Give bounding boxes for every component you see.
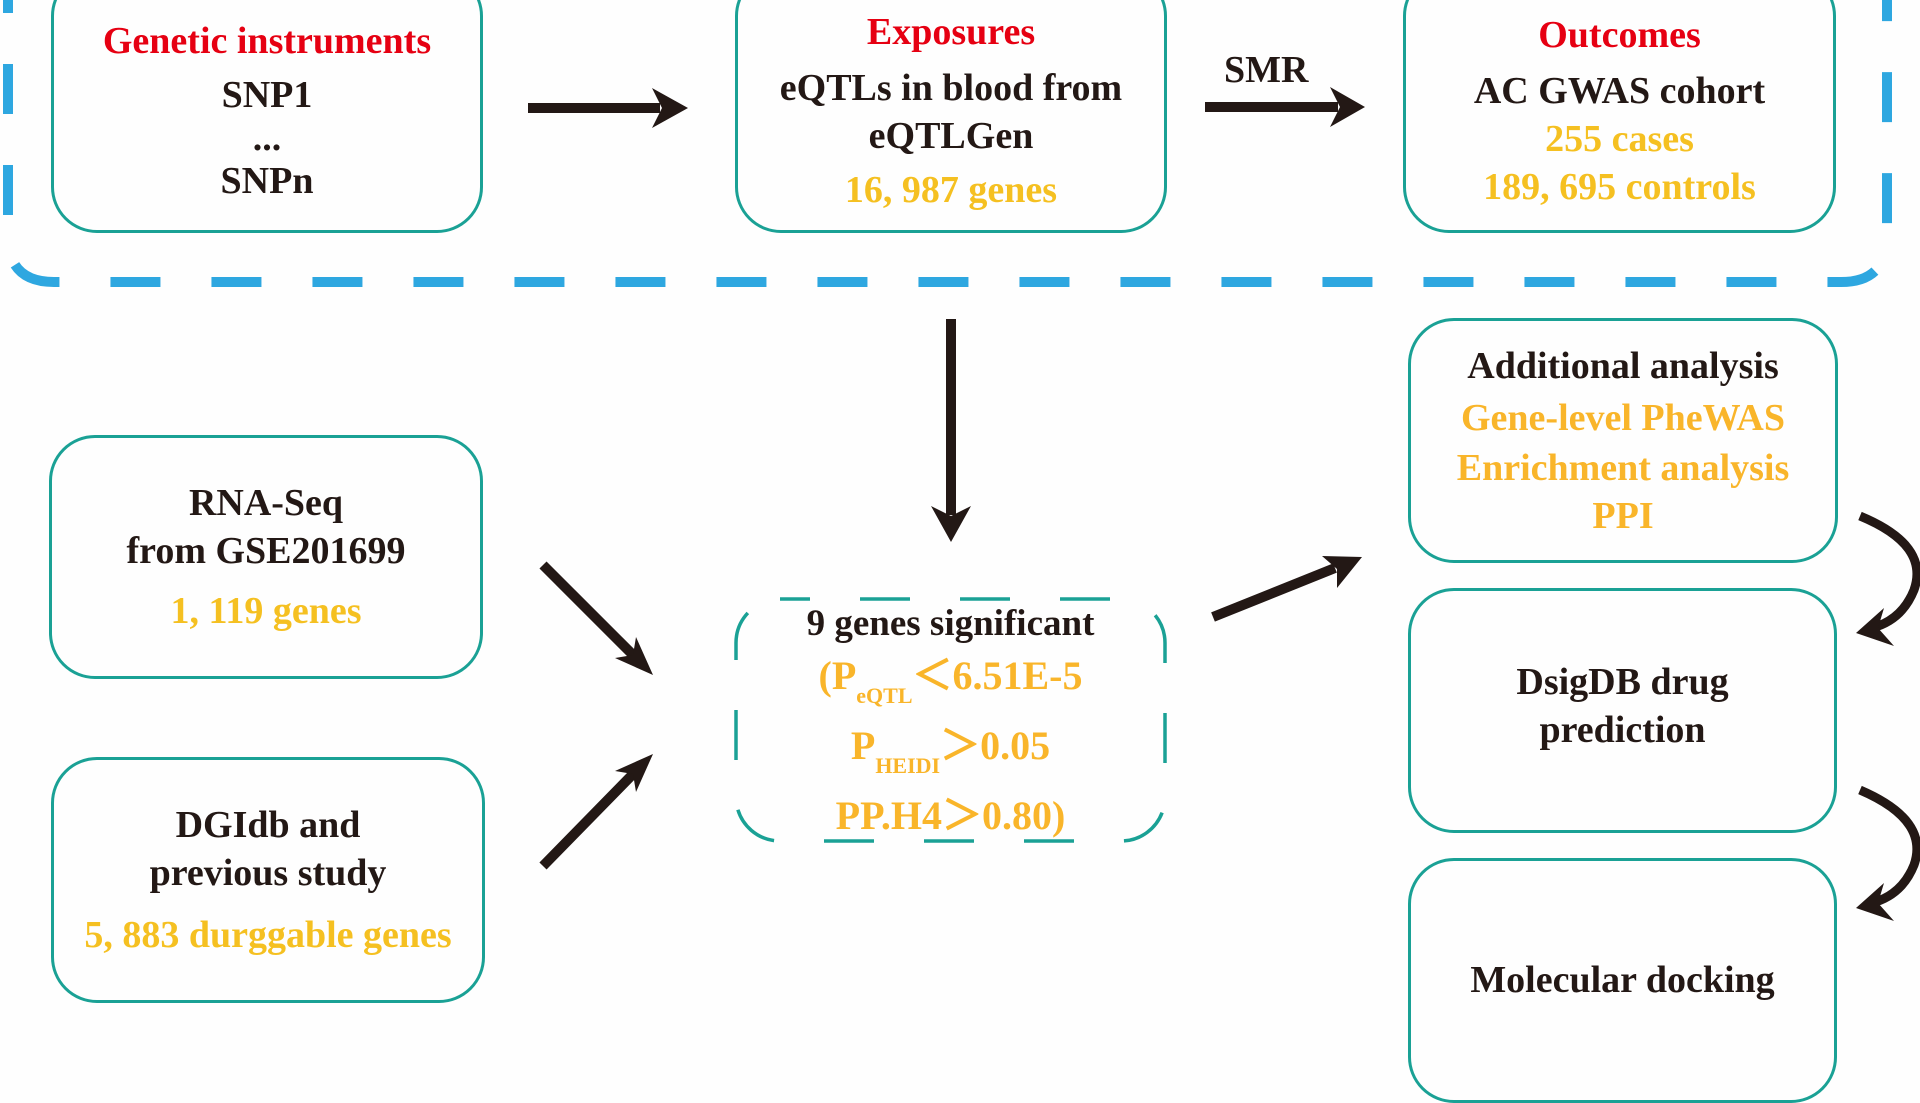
- additional-analysis-title: Additional analysis: [1467, 344, 1779, 387]
- criterion-pph4-threshold: ＞0.80): [941, 792, 1066, 838]
- exposures-gene-count: 16, 987 genes: [844, 168, 1058, 211]
- criterion-pheidi: PHEIDI＞0.05: [851, 721, 1050, 791]
- criterion-peqtl-subscript: eQTL: [856, 682, 913, 708]
- molecular-docking-box: Molecular docking: [1408, 858, 1837, 1103]
- significant-genes-title: 9 genes significant: [806, 602, 1095, 644]
- arrow-rnaseq-to-significant: [539, 561, 653, 675]
- significant-genes-dashed-border: [734, 597, 1167, 843]
- molecular-docking-label: Molecular docking: [1470, 959, 1775, 1001]
- snp-first: SNP1: [221, 73, 313, 116]
- dsigdb-line-1: DsigDB drug: [1516, 660, 1729, 703]
- criterion-peqtl: (PeQTL＜6.51E-5: [819, 651, 1083, 721]
- outcomes-controls: 189, 695 controls: [1483, 165, 1756, 208]
- genetic-instruments-title: Genetic instruments: [102, 19, 432, 62]
- outcomes-cohort: AC GWAS cohort: [1473, 69, 1766, 112]
- criterion-peqtl-symbol: (P: [818, 652, 857, 698]
- criterion-pheidi-subscript: HEIDI: [875, 752, 941, 778]
- outcomes-cases: 255 cases: [1545, 117, 1694, 160]
- dgidb-line-2: previous study: [149, 852, 387, 894]
- snp-last: SNPn: [220, 159, 314, 202]
- exposures-box: Exposures eQTLs in blood from eQTLGen 16…: [735, 0, 1167, 233]
- smr-label: SMR: [1224, 49, 1309, 91]
- dsigdb-box: DsigDB drug prediction: [1408, 588, 1837, 833]
- diagram-connectors: [3, 0, 1920, 921]
- genetic-instruments-box: Genetic instruments SNP1 ... SNPn: [51, 0, 483, 233]
- arrow-smr: [1205, 87, 1365, 127]
- additional-item-ppi: PPI: [1592, 494, 1654, 537]
- criterion-pph4-symbol: PP.H4: [835, 792, 942, 838]
- exposures-line-1: eQTLs in blood from: [779, 66, 1123, 109]
- arrow-additional-to-dsigdb: [1856, 511, 1920, 646]
- arrow-significant-to-additional: [1211, 556, 1362, 622]
- arrow-instruments-to-exposures: [528, 88, 688, 128]
- rnaseq-gene-count: 1, 119 genes: [170, 590, 362, 632]
- additional-item-phewas: Gene-level PheWAS: [1460, 396, 1785, 439]
- arrow-dsigdb-to-docking: [1856, 785, 1920, 921]
- dgidb-box: DGIdb and previous study 5, 883 durggabl…: [51, 757, 485, 1003]
- criterion-peqtl-threshold: ＜6.51E-5: [912, 652, 1083, 698]
- significant-genes-box: 9 genes significant (PeQTL＜6.51E-5 PHEID…: [736, 599, 1165, 841]
- dgidb-line-1: DGIdb and: [175, 804, 361, 846]
- smr-frame-dashed: [3, 0, 1892, 287]
- exposures-title: Exposures: [866, 10, 1036, 53]
- arrow-dgidb-to-significant: [539, 754, 653, 870]
- dsigdb-line-2: prediction: [1539, 708, 1706, 751]
- additional-item-enrichment: Enrichment analysis: [1456, 446, 1790, 489]
- snp-ellipsis: ...: [252, 116, 282, 159]
- criterion-pheidi-symbol: P: [850, 722, 876, 768]
- arrow-down-to-significant: [931, 319, 971, 542]
- outcomes-title: Outcomes: [1538, 13, 1701, 56]
- criterion-pph4: PP.H4＞0.80): [836, 791, 1066, 841]
- exposures-line-2: eQTLGen: [868, 114, 1034, 157]
- dgidb-gene-count: 5, 883 durggable genes: [84, 914, 452, 956]
- additional-analysis-box: Additional analysis Gene-level PheWAS En…: [1408, 318, 1838, 563]
- outcomes-box: Outcomes AC GWAS cohort 255 cases 189, 6…: [1403, 0, 1836, 233]
- rnaseq-line-2: from GSE201699: [126, 530, 406, 572]
- criterion-pheidi-threshold: ＞0.05: [940, 722, 1051, 768]
- rnaseq-line-1: RNA-Seq: [188, 482, 344, 524]
- rnaseq-box: RNA-Seq from GSE201699 1, 119 genes: [49, 435, 483, 679]
